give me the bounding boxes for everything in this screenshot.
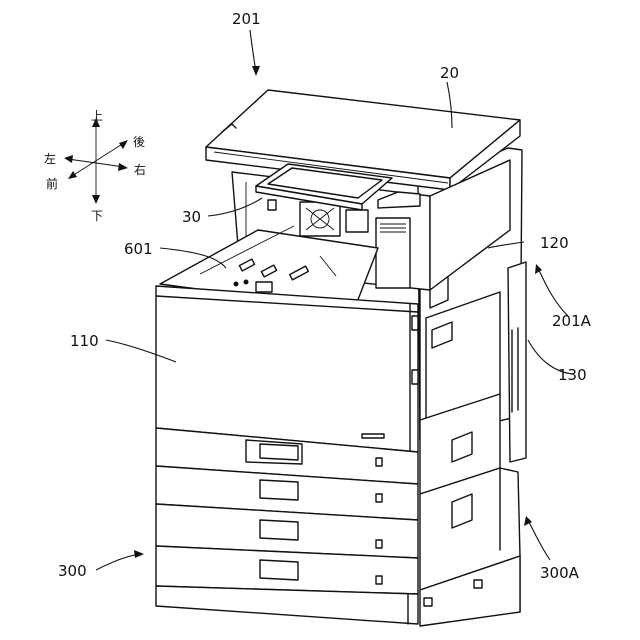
label-paper-feed-unit: 300 [58, 562, 87, 580]
label-operation-panel: 30 [182, 208, 201, 226]
label-output-tray: 601 [124, 240, 153, 258]
label-rear-unit: 201A [552, 312, 592, 330]
direction-down-label: 下 [91, 209, 103, 223]
direction-indicator [64, 118, 128, 204]
direction-back-label: 後 [133, 135, 145, 149]
direction-right-label: 右 [134, 162, 146, 177]
direction-front-label: 前 [46, 176, 58, 191]
label-side-cover: 120 [540, 234, 569, 252]
main-body [156, 286, 418, 452]
direction-left-label: 左 [44, 151, 56, 166]
label-machine: 201 [232, 10, 261, 28]
label-document-feeder: 20 [440, 64, 459, 82]
label-front-cover: 110 [70, 332, 99, 350]
label-side-panel: 130 [558, 366, 587, 384]
label-paper-feed-side: 300A [540, 564, 580, 582]
direction-up-label: 上 [91, 109, 103, 123]
